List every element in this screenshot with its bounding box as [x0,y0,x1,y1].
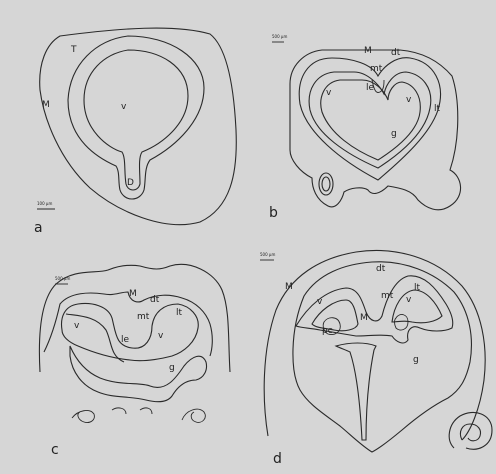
panel-a-label-v: v [121,102,127,112]
panel-a-label-M: M [42,100,50,110]
panel-c-label-mt: mt [137,312,150,322]
panel-a-label-T: T [70,45,77,55]
panel-c-scale-text: 500 µm [55,276,70,281]
panel-c-label-dt: dt [150,295,160,305]
panel-b-label-mt: mt [370,64,383,74]
panel-c-label-v-left: v [74,321,80,331]
panel-a-label-D: D [127,178,134,188]
panel-c-label-v-right: v [158,331,164,341]
panel-d-label-v-right: v [406,295,412,305]
panel-b-scale-text: 500 µm [272,34,287,39]
panel-d-label-pc: pc [322,326,333,336]
panel-b-label-lt: lt [434,104,441,114]
panel-b-label-dt: dt [391,48,401,58]
panel-d-label-M-outer: M [285,282,293,292]
panel-b-label-M: M [364,46,372,56]
panel-b-label-g: g [391,129,397,139]
panel-d-label-mt: mt [381,291,394,301]
panel-d-label-M-center: M [360,313,368,323]
panel-b-label-v-left: v [326,88,332,98]
panel-c-label-le: le [121,335,130,345]
panel-d-label-g: g [413,355,419,365]
panel-b-label-le: le [366,83,375,93]
panel-d-label-v-left: v [317,297,323,307]
panel-d-scale-text: 500 µm [260,252,275,257]
panel-d-label-lt: lt [414,283,421,293]
panel-c-label-lt: lt [176,308,183,318]
panel-c-label-g: g [169,363,175,373]
panel-c-letter: c [51,442,59,458]
panel-b-label-v-right: v [406,95,412,105]
panel-a-scale-text: 100 µm [37,201,52,206]
panel-b-letter: b [269,205,278,221]
panel-a-letter: a [34,220,43,236]
panel-d-label-dt: dt [376,264,386,274]
panel-d-letter: d [273,451,282,467]
panel-c-label-M: M [129,289,137,299]
